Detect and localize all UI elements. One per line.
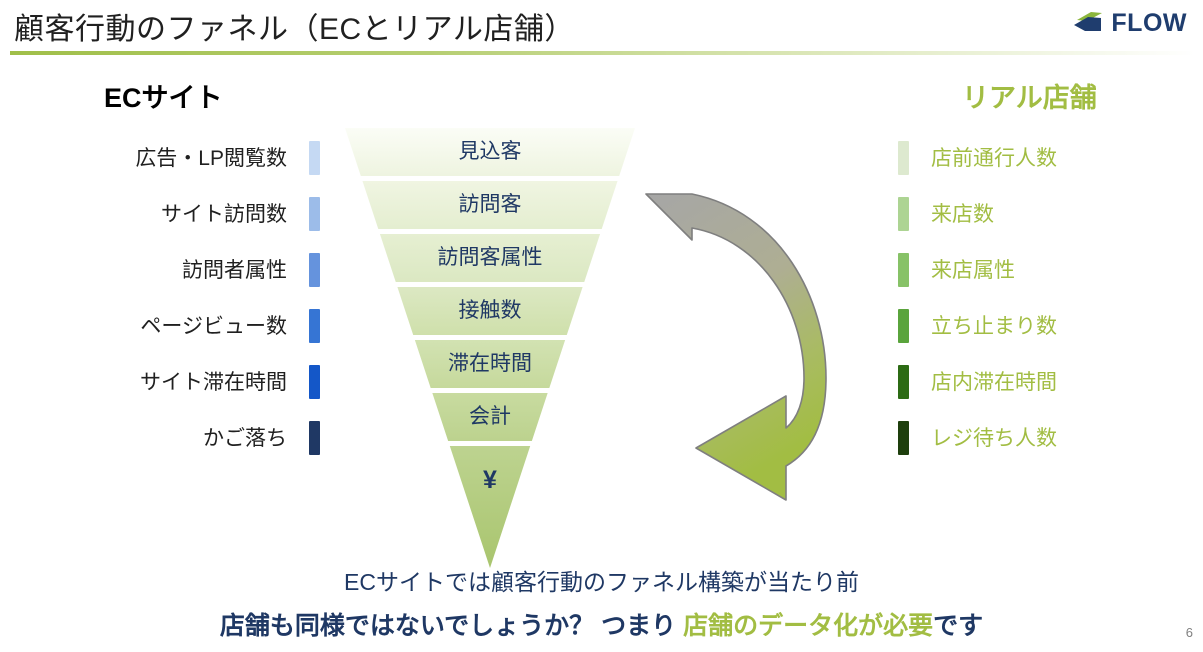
metric-row: 店前通行人数 [898,130,1158,186]
caption-secondary: 店舗も同様ではないでしょうか？ つまり 店舗のデータ化が必要です [0,606,1203,642]
page-title: 顧客行動のファネル（ECとリアル店舗） [14,13,575,46]
metric-intensity-bar [309,309,320,343]
metric-label: サイト訪問数 [161,202,287,226]
funnel-band-label: 接触数 [458,299,522,322]
column-heading-ec: ECサイト [104,83,223,113]
metric-intensity-bar [309,365,320,399]
metric-row: サイト訪問数 [60,186,320,242]
repeat-cycle-arrow-icon [645,193,827,501]
metric-label: 店前通行人数 [931,146,1057,170]
metric-label: 店内滞在時間 [931,370,1057,394]
metric-intensity-bar [309,141,320,175]
funnel-band [362,181,618,229]
metric-row: 広告・LP閲覧数 [60,130,320,186]
page-number: 6 [1185,625,1193,640]
funnel-shape [345,128,635,568]
funnel-band [379,234,601,282]
metric-intensity-bar [309,197,320,231]
metric-label: 立ち止まり数 [931,314,1057,338]
caption-primary: ECサイトでは顧客行動のファネル構築が当たり前 [344,569,859,595]
metric-row: サイト滞在時間 [60,354,320,410]
funnel-band-label: 滞在時間 [448,352,532,375]
ec-metrics-list: 広告・LP閲覧数サイト訪問数訪問者属性ページビュー数サイト滞在時間かご落ち [60,130,320,466]
metric-row: 立ち止まり数 [898,298,1158,354]
metric-label: 訪問者属性 [182,258,287,282]
funnel-band [414,340,566,388]
funnel-band-label: 訪問客 [458,193,522,216]
metric-row: レジ待ち人数 [898,410,1158,466]
metric-row: かご落ち [60,410,320,466]
metric-intensity-bar [898,365,909,399]
metric-intensity-bar [309,253,320,287]
metric-intensity-bar [898,309,909,343]
metric-row: 来店数 [898,186,1158,242]
metric-label: サイト滞在時間 [140,370,287,394]
funnel-tip [449,446,531,568]
metric-row: 訪問者属性 [60,242,320,298]
metric-intensity-bar [309,421,320,455]
funnel-band [432,393,548,441]
funnel-band-label: 会計 [469,405,511,428]
flow-diamond-icon [1074,12,1103,31]
funnel-band-label: 見込客 [458,140,522,163]
metric-label: 来店数 [931,202,994,226]
metric-intensity-bar [898,253,909,287]
metric-intensity-bar [898,197,909,231]
metric-label: ページビュー数 [140,314,287,338]
metric-row: 来店属性 [898,242,1158,298]
header-divider [10,51,1195,55]
column-heading-store: リアル店舗 [962,83,1097,113]
caption-secondary-emphasis: 店舗のデータ化が必要 [683,612,934,640]
caption-secondary-prefix: 店舗も同様ではないでしょうか？ つまり [219,612,684,640]
brand-logo: FLOW [1071,8,1187,38]
funnel-band [345,128,635,176]
caption-secondary-suffix: です [933,612,984,640]
store-metrics-list: 店前通行人数来店数来店属性立ち止まり数店内滞在時間レジ待ち人数 [898,130,1158,466]
funnel-currency-symbol: ¥ [483,466,497,494]
metric-label: かご落ち [203,426,287,450]
funnel-band [397,287,583,335]
metric-label: 来店属性 [931,258,1015,282]
slide-header: 顧客行動のファネル（ECとリアル店舗） FLOW [0,0,1203,55]
conversion-funnel: 見込客訪問客訪問客属性接触数滞在時間会計 ¥ [345,128,635,568]
metric-row: ページビュー数 [60,298,320,354]
metric-row: 店内滞在時間 [898,354,1158,410]
metric-label: レジ待ち人数 [931,426,1057,450]
metric-label: 広告・LP閲覧数 [135,146,287,170]
metric-intensity-bar [898,141,909,175]
logo-wordmark: FLOW [1111,8,1187,37]
funnel-band-label: 訪問客属性 [437,246,543,269]
metric-intensity-bar [898,421,909,455]
